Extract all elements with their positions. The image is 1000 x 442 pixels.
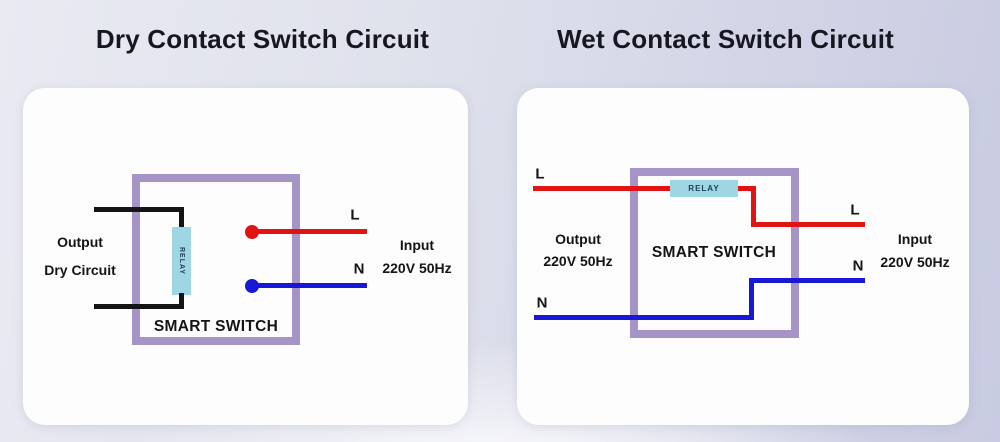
live-input-wire [252,229,367,234]
wet-input-label-line1: Input [897,231,933,247]
wet-output-label-line2: 220V 50Hz [543,253,613,269]
dry-output-wire-bottom-vertical [179,293,184,309]
dry-live-label: L [350,206,360,224]
wet-live-wire-right [751,222,865,227]
dry-input-label-line2: 220V 50Hz [382,260,452,276]
wet-live-wire-after-relay [738,186,756,191]
wet-live-wire-left [533,186,670,191]
wet-circuit-title: Wet Contact Switch Circuit [557,24,894,54]
dry-output-label-line2: Dry Circuit [44,262,116,278]
wet-neutral-wire-vertical [749,278,754,320]
wet-neutral-label-output: N [536,294,548,312]
dry-neutral-label: N [353,260,365,278]
dry-circuit-card: RELAY L N SMART SWITCH Output Dry Circui… [23,88,468,425]
dry-smart-switch-box [132,174,300,345]
dry-output-wire-top-horizontal [94,207,184,212]
wet-live-label-output: L [535,165,545,183]
wet-relay: RELAY [670,180,738,197]
wet-output-label-line1: Output [555,231,601,247]
dry-output-label-line1: Output [57,234,103,250]
wet-input-label-line2: 220V 50Hz [880,254,950,270]
dry-relay: RELAY [172,227,191,295]
dry-circuit-title: Dry Contact Switch Circuit [95,24,430,54]
wet-circuit-card: RELAY L L N N SMART SWITCH Output 220V 5… [517,88,969,425]
neutral-input-wire [252,283,367,288]
wet-neutral-wire-left [534,315,754,320]
dry-input-label-line1: Input [399,237,435,253]
wet-live-wire-vertical [751,186,756,227]
wet-smart-switch-box [630,168,799,338]
dry-smart-switch-label: SMART SWITCH [153,318,279,335]
dry-output-wire-top-vertical [179,207,184,229]
wet-smart-switch-label: SMART SWITCH [651,244,777,261]
dry-output-wire-bottom-horizontal [94,304,184,309]
wet-neutral-wire-right [749,278,865,283]
wet-live-label-input: L [850,201,860,219]
wet-neutral-label-input: N [852,257,864,275]
